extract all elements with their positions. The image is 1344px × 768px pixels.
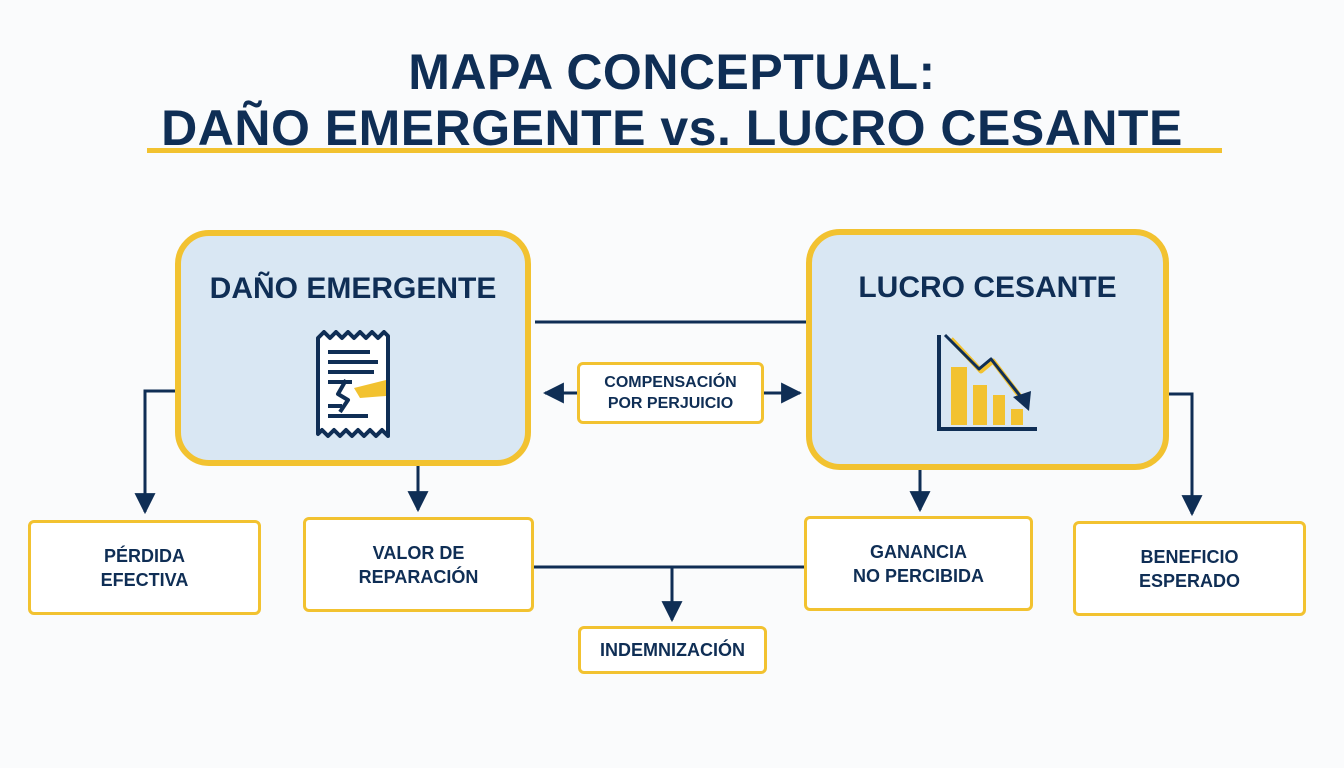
declining-bar-chart-icon [936, 333, 1037, 431]
lucro-cesante-label: LUCRO CESANTE [858, 271, 1117, 304]
beneficio-esperado-line-1: BENEFICIO [1140, 546, 1239, 567]
perdida-efectiva-line-2: EFECTIVA [100, 569, 189, 590]
dano-emergente-label: DAÑO EMERGENTE [209, 272, 497, 305]
valor-reparacion-line-1: VALOR DE [372, 542, 465, 563]
ganancia-no-percibida-line-1: GANANCIA [869, 541, 967, 562]
indemnizacion-node: INDEMNIZACIÓN [578, 626, 767, 674]
valor-reparacion-line-2: REPARACIÓN [358, 566, 479, 587]
indemnizacion-label: INDEMNIZACIÓN [600, 640, 745, 660]
compensacion-node: COMPENSACIÓN POR PERJUICIO [577, 362, 764, 424]
compensacion-line-2: POR PERJUICIO [607, 395, 734, 412]
damaged-receipt-icon [316, 330, 390, 438]
ganancia-no-percibida-node: GANANCIA NO PERCIBIDA [804, 516, 1033, 611]
lucro-cesante-node: LUCRO CESANTE [806, 229, 1169, 470]
perdida-efectiva-line-1: PÉRDIDA [103, 545, 185, 566]
title-underline [147, 148, 1222, 153]
ganancia-no-percibida-line-2: NO PERCIBIDA [852, 565, 984, 586]
arrow-to-beneficio-esperado [1169, 392, 1203, 517]
dano-emergente-node: DAÑO EMERGENTE [175, 230, 531, 466]
perdida-efectiva-node: PÉRDIDA EFECTIVA [28, 520, 261, 615]
title-line-2: DAÑO EMERGENTE vs. LUCRO CESANTE [161, 100, 1183, 156]
arrow-to-perdida-efectiva [134, 389, 175, 515]
title-line-1: MAPA CONCEPTUAL: [408, 44, 936, 100]
compensacion-line-1: COMPENSACIÓN [604, 374, 737, 391]
valor-reparacion-node: VALOR DE REPARACIÓN [303, 517, 534, 612]
beneficio-esperado-node: BENEFICIO ESPERADO [1073, 521, 1306, 616]
beneficio-esperado-line-2: ESPERADO [1138, 570, 1241, 591]
